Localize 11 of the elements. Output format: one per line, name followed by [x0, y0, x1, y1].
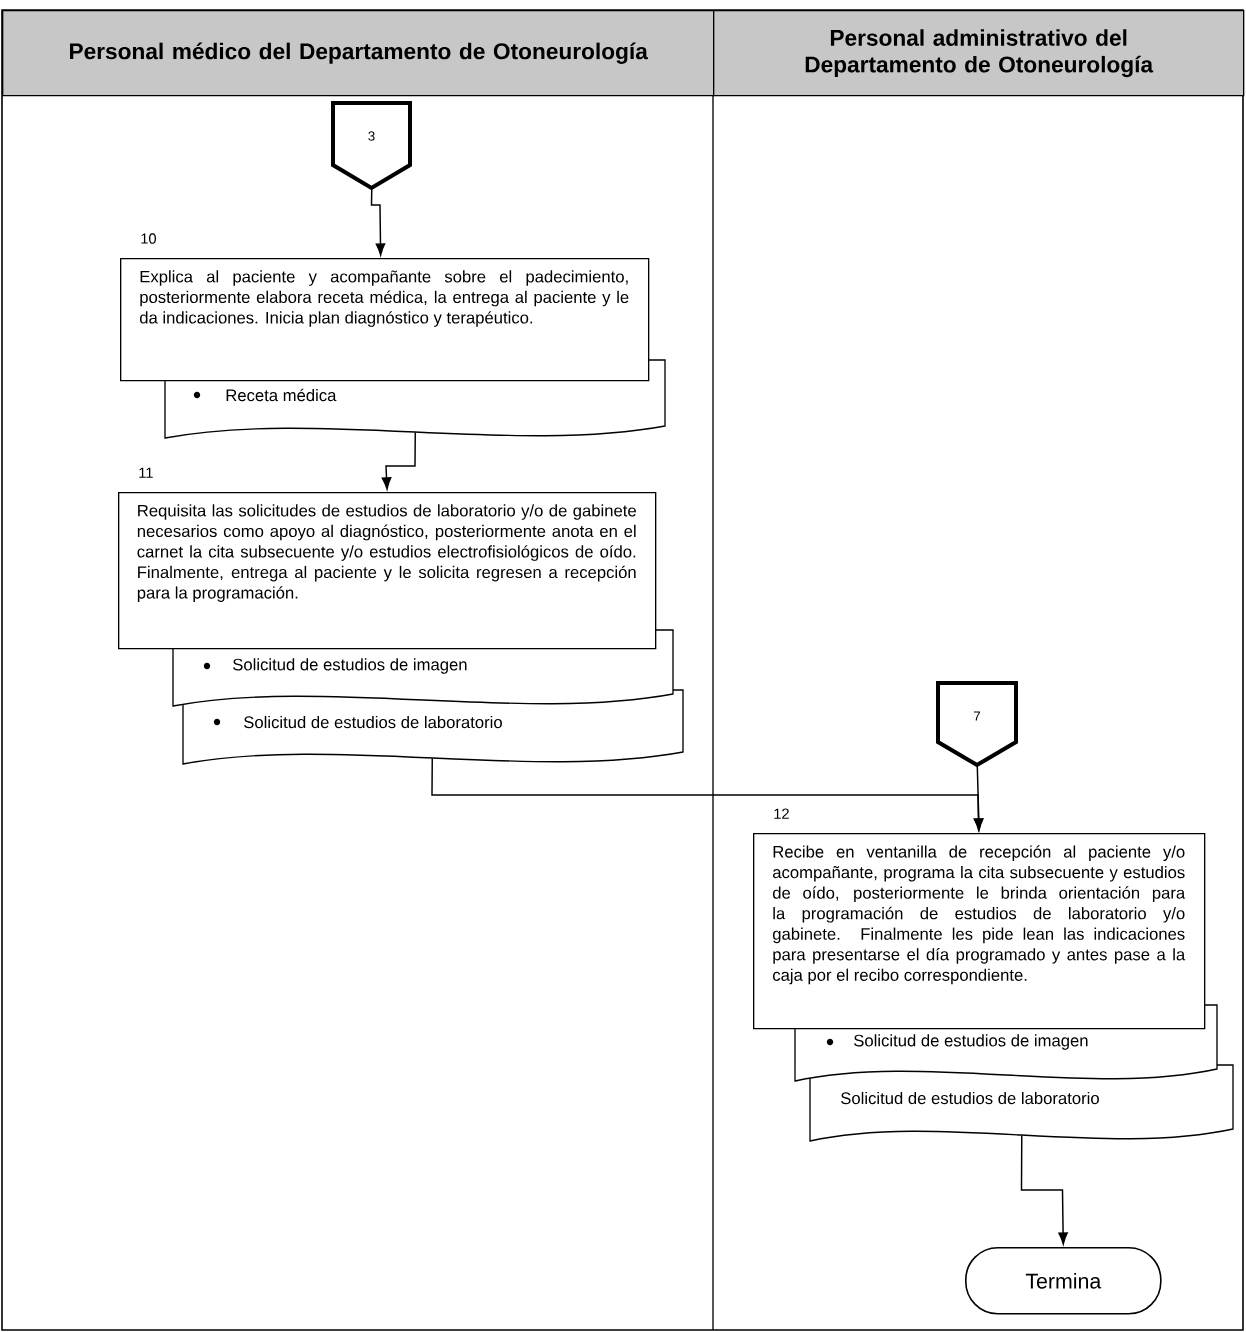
- arrow: [973, 764, 984, 831]
- step-number: 10: [141, 233, 156, 244]
- process-box: Explica al paciente y acompañante sobre el padecimiento, posteriormente elabora receta médica, la entrega al paciente y le da indicaciones. Inicia plan diagnóstico y terapéutico.: [120, 258, 650, 382]
- step-number: 12: [774, 808, 789, 819]
- terminator: Termina: [965, 1247, 1162, 1315]
- lane-header: Personal médico del Departamento de Otoneurología: [2, 10, 715, 97]
- arrow: [381, 431, 416, 490]
- step-number: 11: [139, 467, 153, 478]
- lane-header: Personal administrativo del Departamento de Otoneurología: [713, 10, 1245, 97]
- arrow: [370, 187, 386, 256]
- arrow: [1020, 1134, 1068, 1245]
